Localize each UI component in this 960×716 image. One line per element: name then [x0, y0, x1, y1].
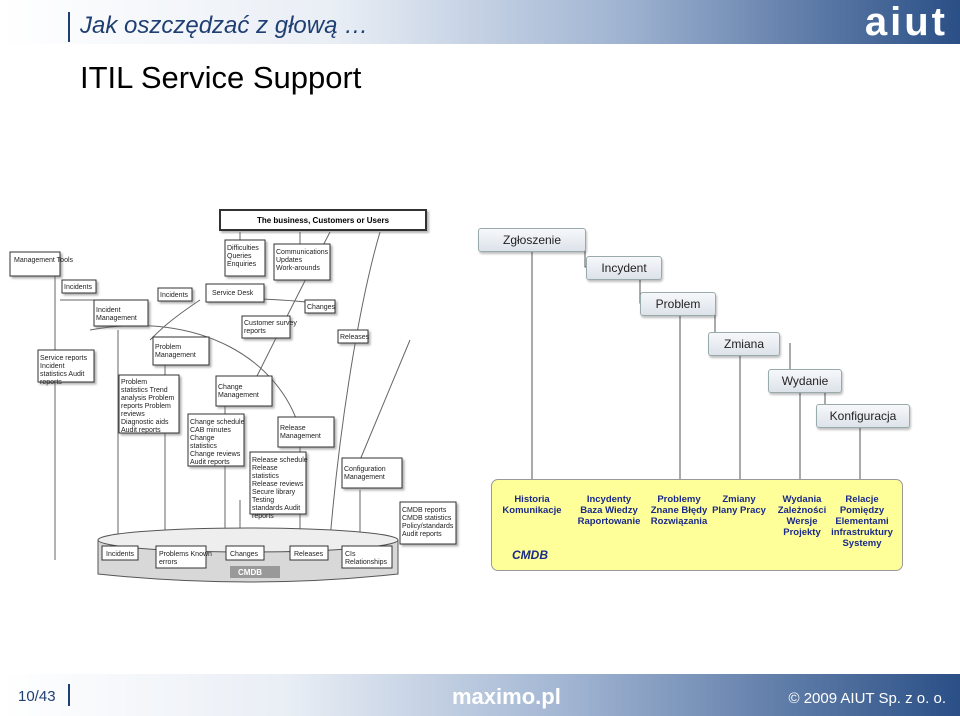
incident-mgmt-box [93, 299, 149, 327]
label-db-releases: Releases [294, 551, 324, 558]
step-zgloszenie: Zgłoszenie [478, 228, 586, 252]
footer-bar [0, 674, 960, 716]
service-reports-box [37, 349, 95, 383]
communications-box [273, 243, 331, 281]
panel-col-zmiany: Zmiany Plany Pracy [712, 494, 766, 516]
release-mgmt-box [277, 416, 335, 448]
label-db-incidents: Incidents [106, 551, 135, 558]
db-cis-box [341, 545, 393, 569]
label-changes: Changes [307, 304, 336, 311]
customer-survey-box [241, 315, 291, 339]
problem-mgmt-box [152, 336, 210, 366]
label-releases: Releases [340, 334, 370, 341]
db-problems-box [155, 545, 207, 569]
header-bar [0, 0, 960, 44]
release-schedule-box [249, 451, 307, 515]
step-konfiguracja: Konfiguracja [816, 404, 910, 428]
service-desk-box [205, 283, 265, 303]
footer-site[interactable]: maximo.pl [452, 684, 561, 709]
cmdb-reports-box [399, 501, 457, 545]
cmdb-panel [491, 479, 903, 571]
label-incidents-2: Incidents [160, 292, 189, 299]
step-connectors [531, 250, 861, 480]
top-box [219, 209, 427, 231]
changes-box [304, 299, 336, 314]
change-mgmt-box [215, 375, 273, 407]
step-problem: Problem [640, 292, 716, 316]
releases-box [337, 329, 369, 344]
label-db-cmdb: CMDB [238, 568, 262, 577]
db-releases-box [289, 545, 329, 561]
mgmt-tools-box [9, 251, 61, 277]
change-schedule-box [187, 413, 245, 467]
footer-divider [68, 684, 70, 706]
panel-col-incydenty: Incydenty Baza Wiedzy Raportowanie [577, 494, 641, 527]
label-mgmt-tools: Management Tools [14, 257, 74, 264]
config-mgmt-box [341, 457, 403, 489]
page-number: 10/43 [18, 688, 56, 705]
problem-stats-box [118, 374, 180, 434]
db-incidents-box [101, 545, 139, 561]
step-incydent: Incydent [586, 256, 662, 280]
header-divider [68, 12, 70, 42]
panel-col-wydania: Wydania Zależności Wersje Projekty [777, 494, 827, 538]
step-wydanie: Wydanie [768, 369, 842, 393]
brand-logo: aiut [864, 0, 948, 44]
slide-title: ITIL Service Support [80, 60, 362, 95]
panel-col-problemy: Problemy Znane Błędy Rozwiązania [650, 494, 708, 527]
label-service-desk: Service Desk [212, 290, 254, 297]
footer-copyright: © 2009 AIUT Sp. z o. o. [788, 690, 946, 707]
panel-cmdb-label: CMDB [512, 548, 548, 562]
panel-col-historia: Historia Komunikacje [502, 494, 562, 516]
header-subtitle: Jak oszczędzać z głową … [80, 12, 369, 39]
label-db-changes: Changes [230, 551, 259, 558]
top-box-label: The business, Customers or Users [257, 216, 390, 225]
incidents-box-2 [157, 287, 193, 302]
difficulties-box [224, 239, 266, 277]
db-changes-box [225, 545, 265, 561]
panel-col-relacje: Relacje Pomiędzy Elementami infrastruktu… [831, 494, 893, 549]
label-incidents-1: Incidents [64, 284, 93, 291]
step-zmiana: Zmiana [708, 332, 780, 356]
incidents-box-1 [61, 279, 97, 294]
